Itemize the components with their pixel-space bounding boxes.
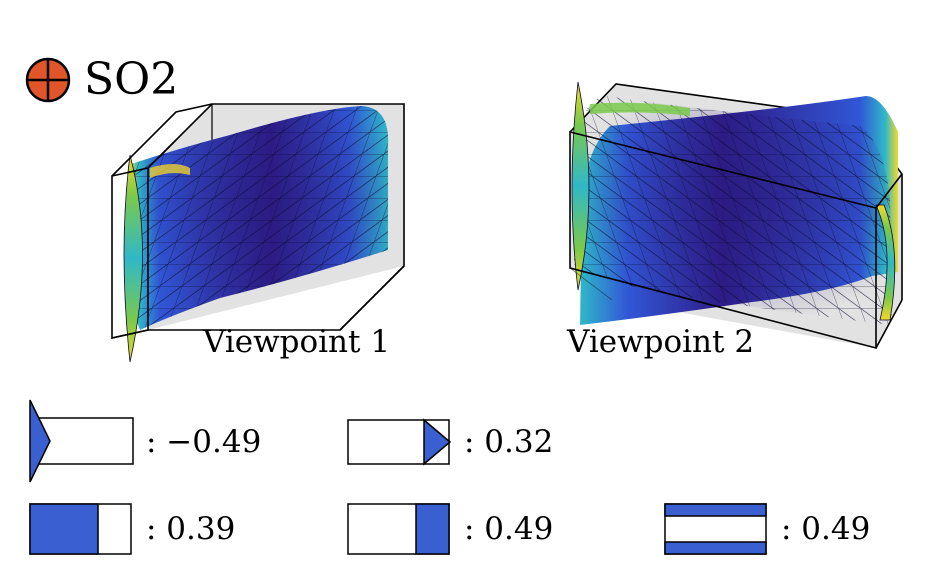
- left-triangle-swatch: [29, 399, 134, 483]
- legend-value: : −0.49: [146, 423, 262, 460]
- legend-right-triangle: : 0.32: [346, 418, 553, 466]
- legend-top-bottom-fill: : 0.49: [663, 502, 870, 556]
- figure-title: SO2: [24, 52, 178, 108]
- title-label: SO2: [84, 54, 179, 105]
- viewpoint-1-label: Viewpoint 1: [203, 324, 391, 360]
- left-fill-swatch: [29, 503, 132, 555]
- viewpoint-2-label: Viewpoint 2: [567, 324, 755, 360]
- legend-value: : 0.49: [781, 510, 871, 547]
- legend-value: : 0.39: [146, 510, 236, 547]
- legend-value: : 0.49: [464, 510, 554, 547]
- legend-value: : 0.32: [464, 423, 554, 460]
- right-fill-swatch: [347, 503, 450, 555]
- legend-left-fill: : 0.39: [28, 502, 235, 556]
- legend-left-triangle: : −0.49: [28, 398, 261, 486]
- top-bottom-fill-swatch: [664, 503, 767, 555]
- crosshair-circle-icon: [25, 57, 71, 103]
- legend-right-fill: : 0.49: [346, 502, 553, 556]
- right-triangle-swatch: [347, 418, 452, 466]
